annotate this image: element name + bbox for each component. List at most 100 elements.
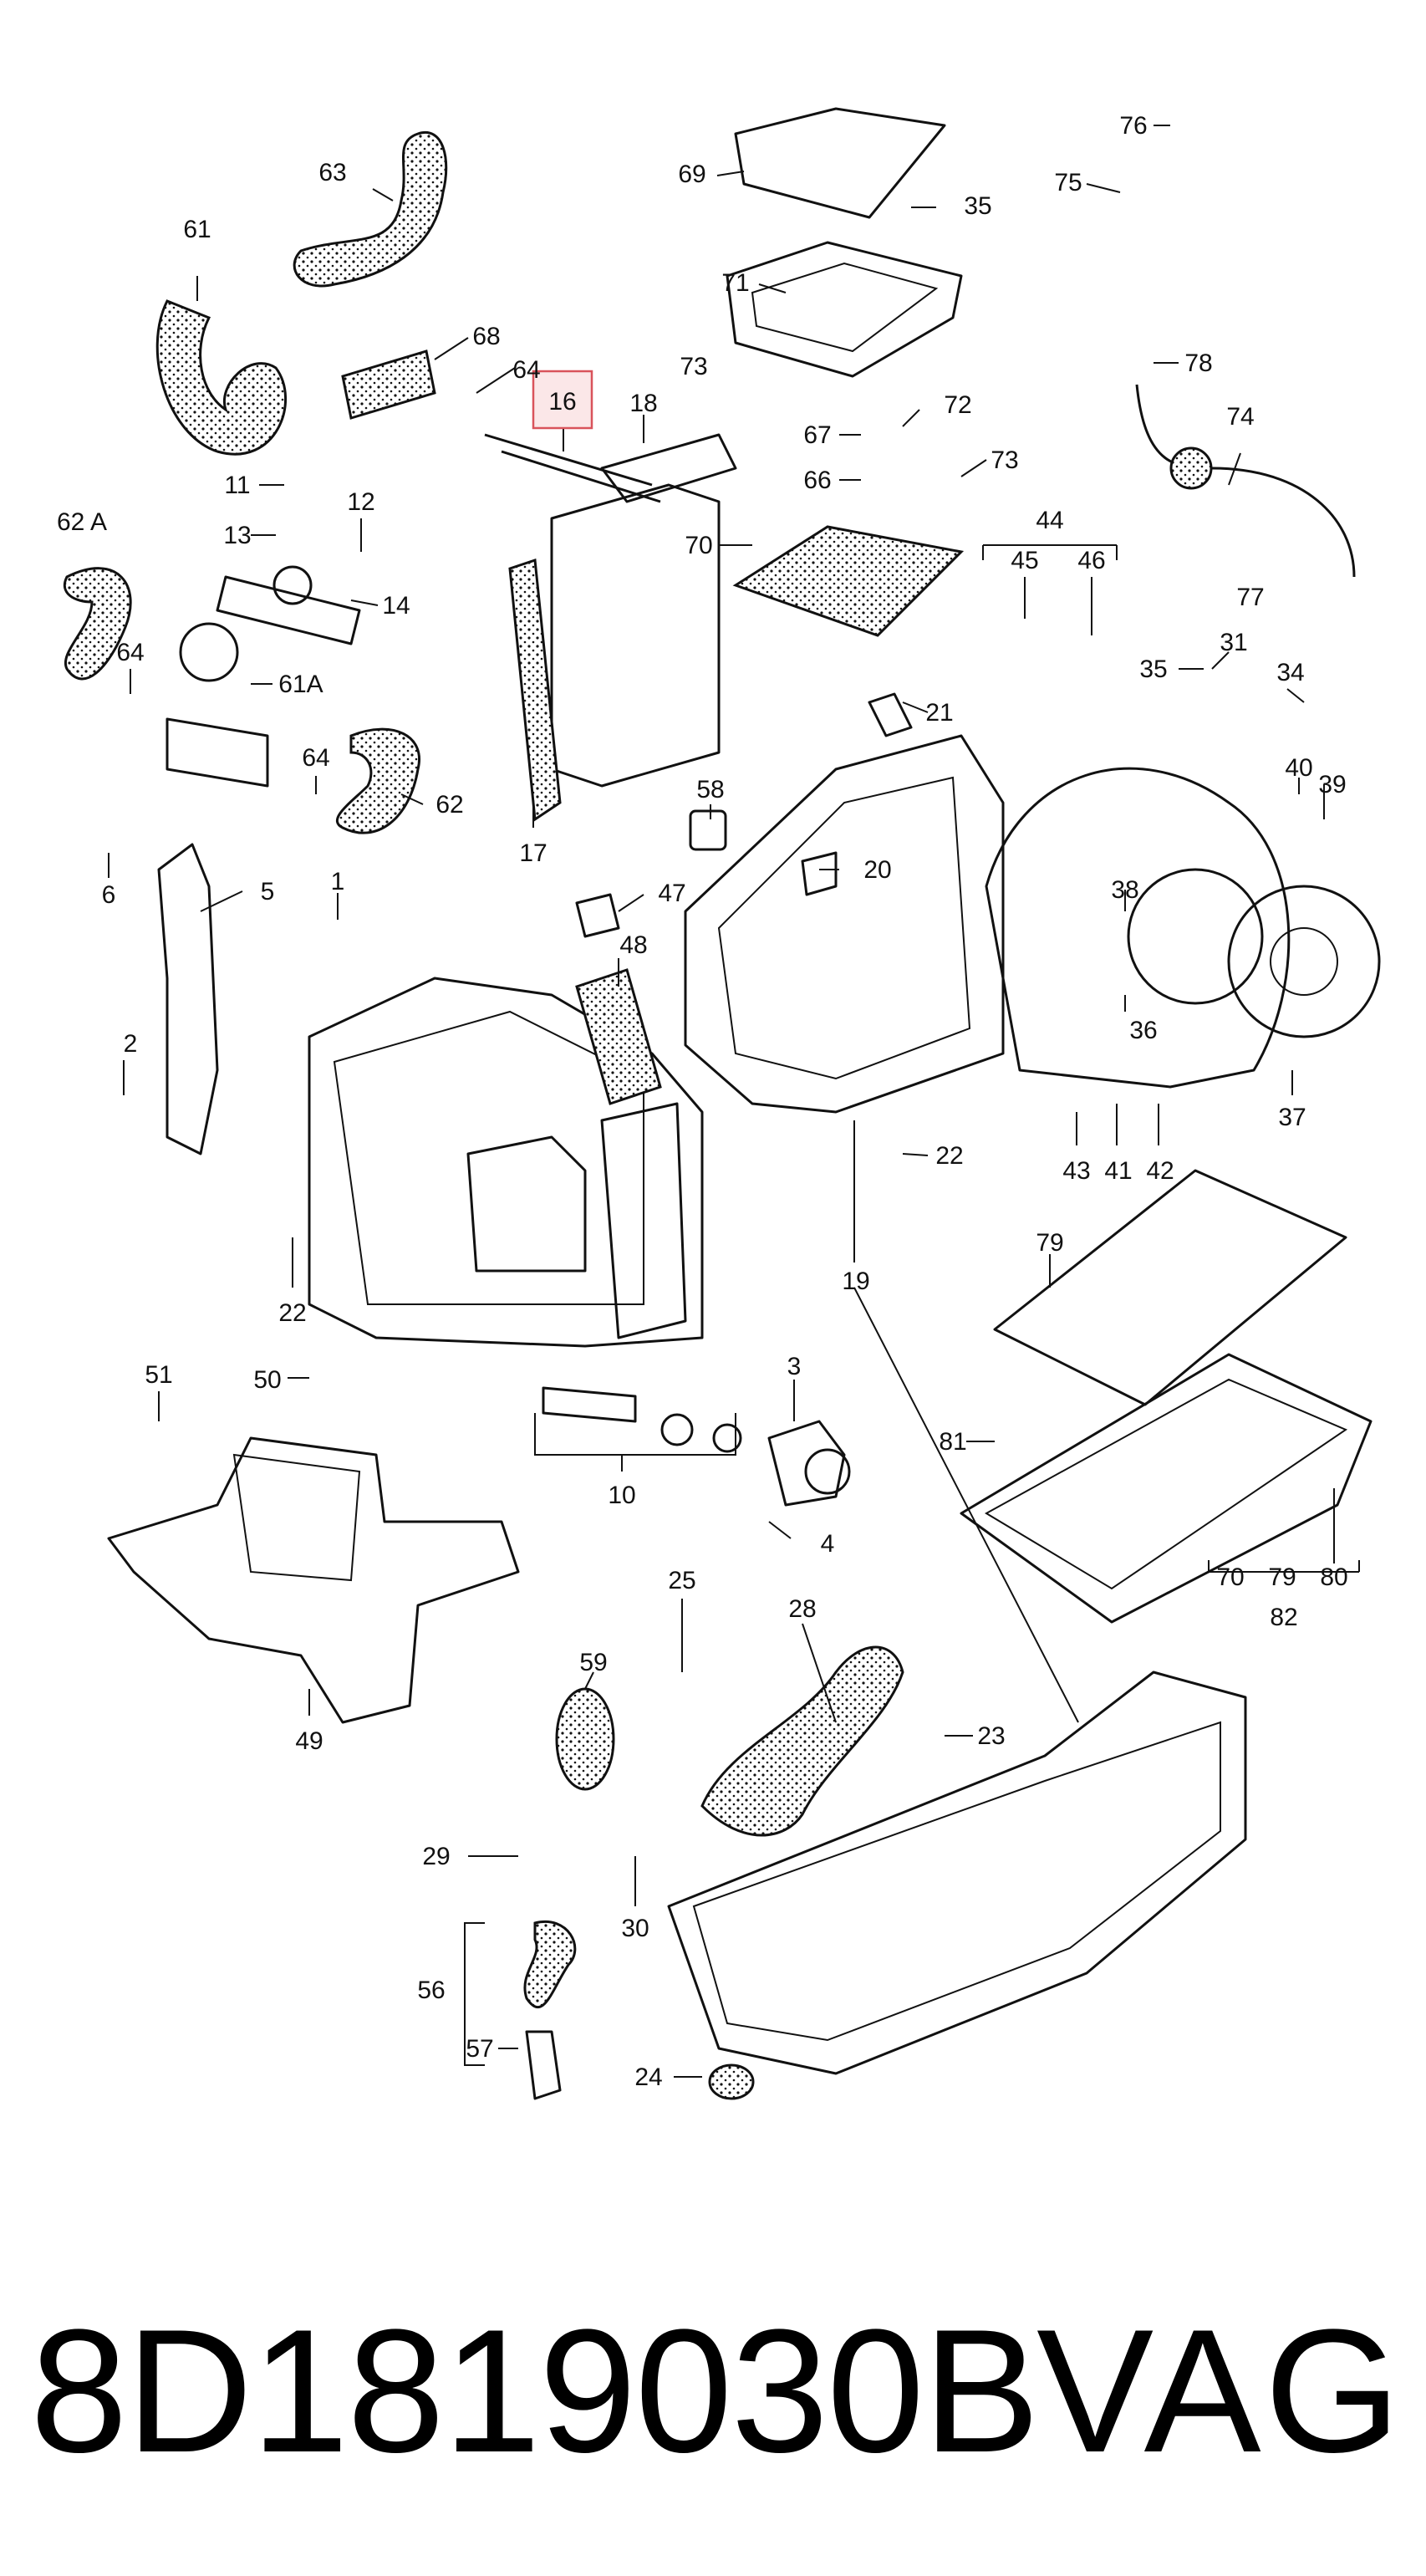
filter-mesh-drawing — [734, 107, 946, 219]
grommet-20-drawing — [801, 851, 838, 896]
part-number: 8D1819030B — [30, 2293, 1040, 2489]
part-label-64: 64 — [302, 744, 329, 772]
filter-housing-drawing — [726, 241, 963, 378]
part-label-70: 70 — [685, 532, 712, 559]
part-label-18: 18 — [629, 390, 657, 417]
part-label-82: 82 — [1270, 1604, 1297, 1631]
part-label-77: 77 — [1236, 584, 1264, 611]
part-label-30: 30 — [621, 1915, 649, 1942]
part-label-73: 73 — [680, 353, 707, 380]
part-label-34: 34 — [1276, 659, 1304, 686]
part-label-51: 51 — [145, 1361, 172, 1389]
hose-61-drawing — [155, 299, 288, 456]
part-label-3: 3 — [787, 1353, 802, 1380]
part-label-21: 21 — [925, 699, 953, 727]
fitting-10-drawing — [542, 1386, 637, 1423]
part-label-41: 41 — [1104, 1157, 1132, 1185]
part-label-75: 75 — [1054, 169, 1082, 196]
part-label-64: 64 — [512, 356, 540, 384]
part-label-58: 58 — [696, 776, 724, 803]
hose-28-drawing — [700, 1645, 904, 1837]
part-label-68: 68 — [472, 323, 500, 350]
part-label-78: 78 — [1184, 349, 1212, 377]
part-label-20: 20 — [863, 856, 891, 884]
part-label-29: 29 — [422, 1843, 450, 1870]
part-label-56: 56 — [417, 1977, 445, 2004]
clip-21-drawing — [868, 692, 913, 737]
part-label-46: 46 — [1077, 547, 1105, 574]
grommet-59-drawing — [555, 1687, 615, 1791]
part-label-12: 12 — [347, 488, 374, 516]
part-label-39: 39 — [1318, 771, 1346, 798]
part-label-61A: 61A — [278, 671, 323, 698]
part-label-14: 14 — [382, 592, 410, 620]
part-label-42: 42 — [1146, 1157, 1174, 1185]
part-label-25: 25 — [668, 1567, 695, 1594]
part-label-79: 79 — [1268, 1563, 1296, 1591]
part-label-10: 10 — [608, 1482, 635, 1509]
part-label-62: 62 — [435, 791, 463, 819]
part-label-67: 67 — [803, 421, 831, 449]
blower-motor-37-drawing — [1227, 885, 1381, 1038]
part-label-57: 57 — [466, 2035, 493, 2063]
part-label-70: 70 — [1216, 1563, 1244, 1591]
part-label-2: 2 — [124, 1030, 138, 1058]
part-label-5: 5 — [261, 878, 275, 905]
part-label-36: 36 — [1129, 1017, 1157, 1044]
part-label-35: 35 — [964, 192, 991, 220]
blower-fan-36-drawing — [1127, 868, 1264, 1005]
blower-housing-drawing — [985, 767, 1291, 1089]
exploded-parts-diagram: 63 61 68 64 16 18 69 35 76 75 71 78 73 6… — [57, 107, 1381, 2100]
grommet-24-drawing — [708, 2063, 755, 2100]
part-label-28: 28 — [788, 1595, 816, 1623]
valve-61A-drawing — [166, 717, 269, 788]
highlighted-part-box — [532, 370, 593, 430]
part-label-22: 22 — [935, 1142, 963, 1170]
hose-62-drawing — [336, 727, 420, 834]
part-drawings — [63, 107, 1381, 2100]
part-label-72: 72 — [944, 391, 971, 419]
footer: 8D1819030B VAG — [0, 2291, 1426, 2492]
actuator-3-drawing — [767, 1420, 846, 1507]
part-label-45: 45 — [1011, 547, 1038, 574]
hose-62A-drawing — [63, 567, 132, 681]
part-label-22: 22 — [278, 1299, 306, 1327]
gasket-68-drawing — [341, 349, 436, 420]
part-label-50: 50 — [253, 1366, 281, 1394]
part-label-61: 61 — [183, 216, 211, 243]
part-label-76: 76 — [1119, 112, 1147, 140]
part-label-49: 49 — [295, 1727, 323, 1755]
part-label-80: 80 — [1320, 1563, 1347, 1591]
filter-tray-80-drawing — [960, 1353, 1373, 1624]
part-label-35: 35 — [1139, 655, 1167, 683]
part-label-47: 47 — [658, 880, 685, 907]
part-label-74: 74 — [1226, 403, 1254, 431]
part-labels: 63 61 68 64 16 18 69 35 76 75 71 78 73 6… — [57, 112, 1348, 2091]
part-label-6: 6 — [102, 881, 116, 909]
part-label-1: 1 — [331, 868, 345, 895]
wire-harness-drawing — [1135, 384, 1356, 578]
brand-name: VAG — [1036, 2293, 1404, 2489]
part-label-44: 44 — [1036, 507, 1063, 534]
part-label-62A: 62 A — [57, 508, 107, 536]
part-label-11: 11 — [224, 472, 250, 499]
part-label-38: 38 — [1111, 876, 1138, 904]
pipe-14-drawing — [216, 575, 361, 645]
part-label-13: 13 — [223, 522, 251, 549]
evaporator-housing-19-drawing — [684, 734, 1005, 1114]
tube-57-drawing — [525, 2030, 562, 2100]
part-label-24: 24 — [634, 2063, 662, 2091]
part-label-59: 59 — [579, 1649, 607, 1676]
leader-lines — [108, 125, 1360, 2078]
seal-strip-drawing — [508, 558, 562, 822]
heater-core-drawing — [550, 483, 721, 788]
part-label-17: 17 — [519, 839, 547, 867]
part-label-31: 31 — [1220, 629, 1247, 656]
heater-housing-1-drawing — [308, 977, 704, 1348]
hose-47-drawing — [575, 893, 620, 938]
lower-housing-23-drawing — [667, 1671, 1247, 2075]
seal-48-drawing — [575, 968, 662, 1105]
part-label-69: 69 — [678, 161, 705, 188]
part-label-81: 81 — [939, 1428, 966, 1456]
part-label-71: 71 — [721, 269, 749, 297]
